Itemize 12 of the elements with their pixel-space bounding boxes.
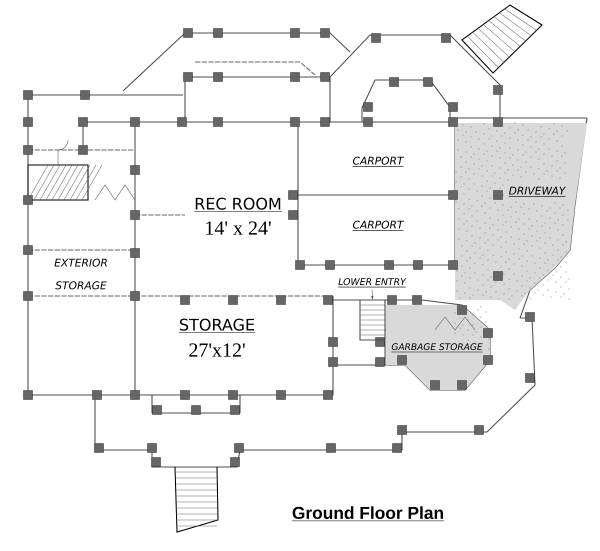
room-label: STORAGE: [178, 318, 256, 333]
room-label: CARPORT: [352, 220, 404, 231]
plan-title: Ground Floor Plan: [292, 506, 444, 522]
room-label: LOWER ENTRY: [338, 278, 406, 288]
room-label: REC ROOM: [194, 198, 282, 212]
room-dimension: 14' x 24': [206, 221, 271, 235]
stairs: [359, 299, 386, 341]
room-label: DRIVEWAY: [508, 186, 566, 197]
room-label: GARBAGE STORAGE: [390, 342, 484, 354]
room-dimension: 27'x12': [189, 343, 245, 357]
room-label: EXTERIOR STORAGE: [54, 258, 107, 290]
room-label: CARPORT: [352, 156, 404, 167]
